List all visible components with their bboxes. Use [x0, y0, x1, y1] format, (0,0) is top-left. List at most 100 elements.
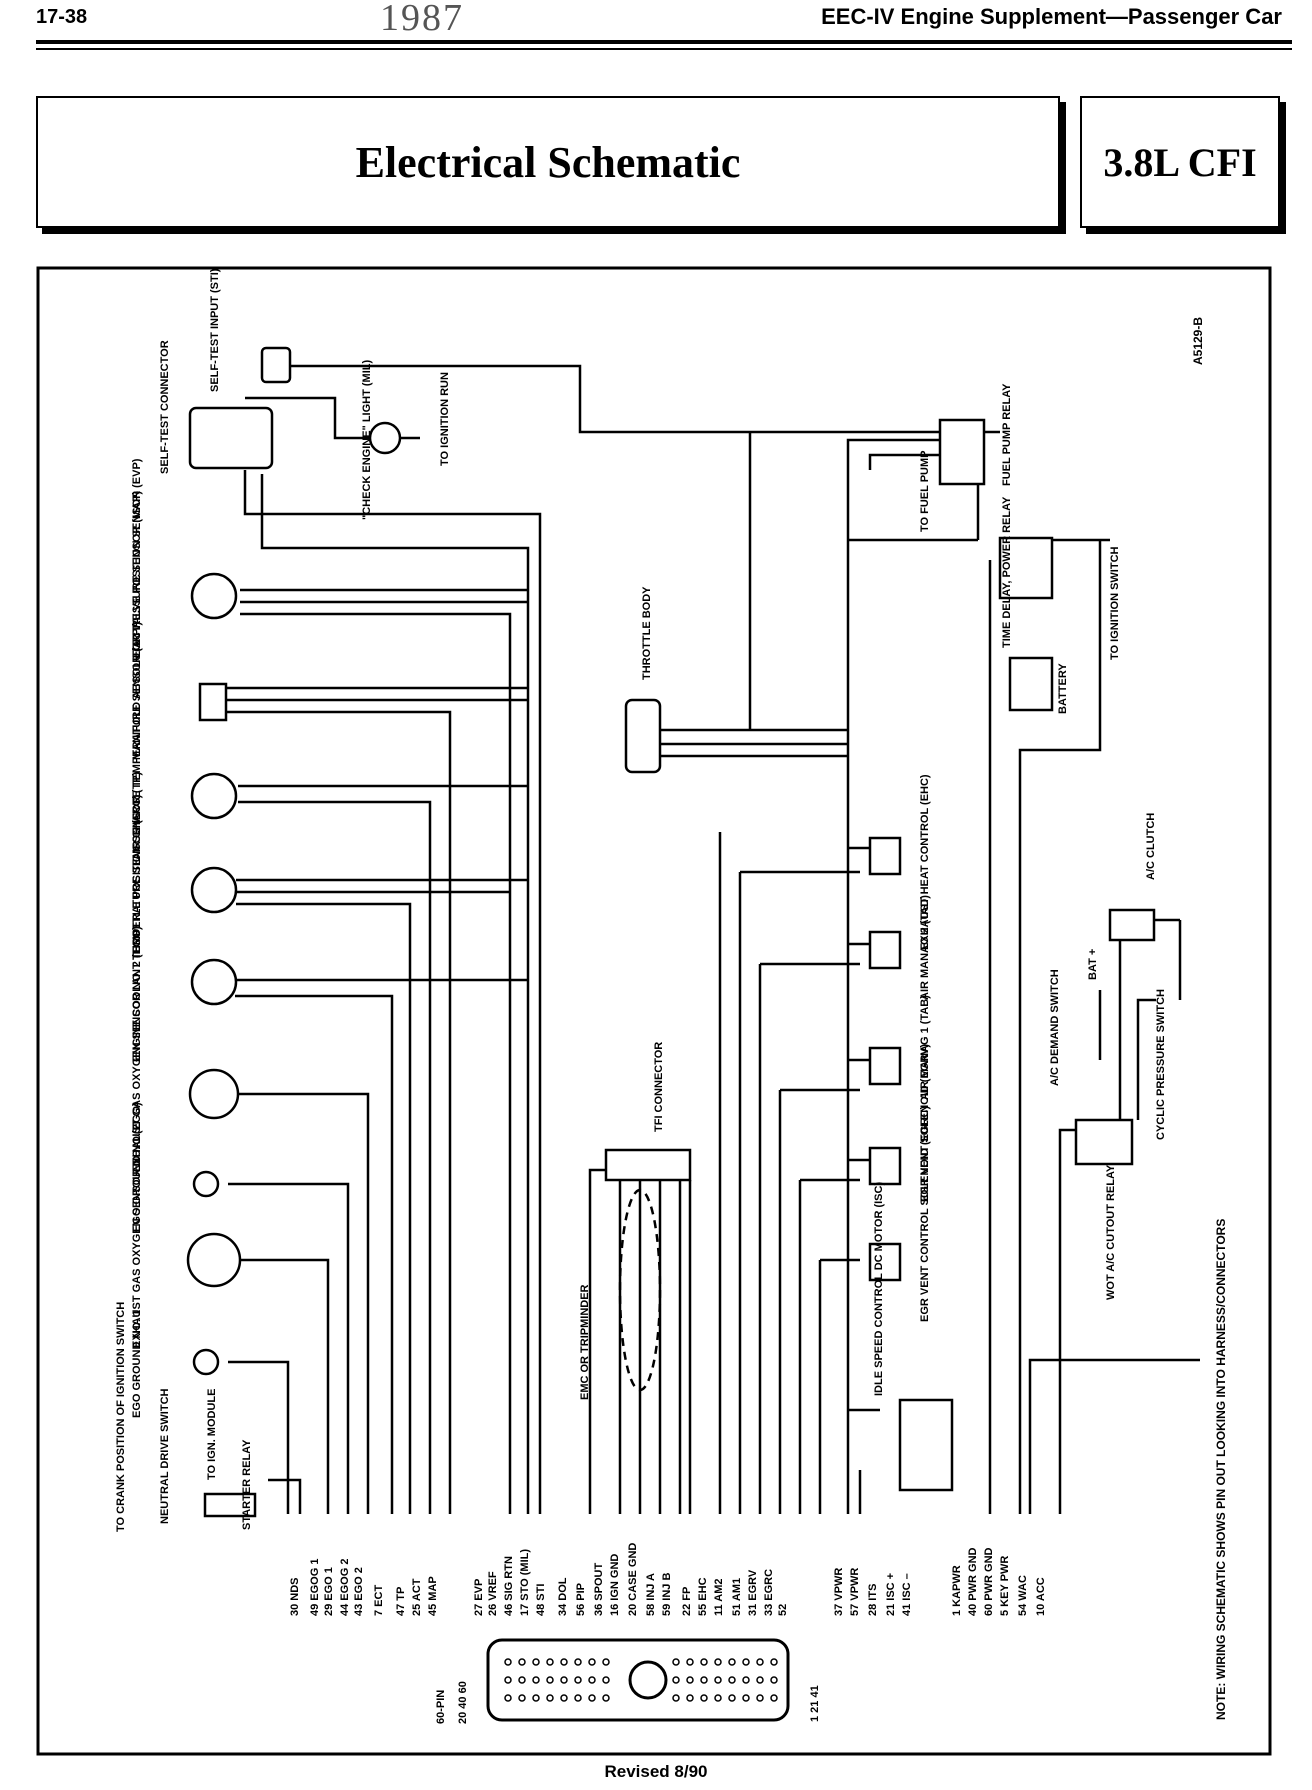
pin-dot: [574, 1658, 582, 1666]
label-fuel-pump-relay: FUEL PUMP RELAY: [1001, 383, 1013, 486]
header-rule: [36, 40, 1292, 44]
label-egr-vent-ctrl: EGR VENT CONTROL SOLENOID (EGRC): [919, 1106, 931, 1322]
battery-shape: [1008, 656, 1054, 712]
label-self-test-connector: SELF-TEST CONNECTOR: [159, 340, 171, 474]
pin-dot: [518, 1658, 526, 1666]
pin-dot: [574, 1694, 582, 1702]
pin-label: 43 EGO 2: [353, 1567, 365, 1616]
pin-label: 11 AM2: [713, 1578, 725, 1616]
label-ego-ground2: EGO GROUND NO. 2: [131, 1124, 143, 1232]
label-emc-tripminder: EMC OR TRIPMINDER: [579, 1284, 591, 1400]
pin-dot: [770, 1658, 778, 1666]
pin-label: 52: [777, 1604, 789, 1616]
pin-dot: [770, 1676, 778, 1684]
ego1-sensor-shape: [186, 1232, 242, 1288]
pin-dot: [756, 1694, 764, 1702]
label-throttle-body: THROTTLE BODY: [641, 586, 653, 680]
pin-label: 40 PWR GND: [967, 1547, 979, 1616]
pin-dot: [742, 1658, 750, 1666]
pin-label: 25 ACT: [411, 1578, 423, 1616]
pin-label: 36 SPOUT: [593, 1563, 605, 1616]
pin-dot: [588, 1676, 596, 1684]
pin-label: 54 WAC: [1017, 1575, 1029, 1616]
label-ego-ground1: EGO GROUND NO. 1: [131, 1310, 143, 1418]
pin-label: 37 VPWR: [833, 1568, 845, 1616]
label-air-manag2: AIR MANAG 2 (TAD): [919, 895, 931, 1000]
starter-relay-shape: [203, 1492, 257, 1518]
pin-dot: [686, 1658, 694, 1666]
pin-dot: [546, 1694, 554, 1702]
tp-sensor-shape: [190, 866, 238, 914]
pin-dot: [714, 1676, 722, 1684]
label-starter-relay: STARTER RELAY: [241, 1439, 253, 1530]
pin-label: 41 ISC –: [901, 1573, 913, 1616]
label-ac-demand: A/C DEMAND SWITCH: [1049, 969, 1061, 1086]
pin-dot: [518, 1694, 526, 1702]
ect-sensor-shape: [190, 958, 238, 1006]
pin-dot: [574, 1676, 582, 1684]
isc-motor-shape: [898, 1398, 954, 1492]
label-pin-nums-right: 1 21 41: [809, 1685, 821, 1722]
label-cyclic-pressure: CYCLIC PRESSURE SWITCH: [1155, 989, 1167, 1140]
label-battery: BATTERY: [1057, 663, 1069, 714]
pin-label: 34 DOL: [557, 1577, 569, 1616]
pin-label: 20 CASE GND: [627, 1543, 639, 1616]
label-to-crank: TO CRANK POSITION OF IGNITION SWITCH: [115, 1302, 127, 1532]
page-title: Electrical Schematic: [355, 137, 741, 187]
label-pin60: 60-PIN: [435, 1690, 447, 1724]
supplement-title: EEC-IV Engine Supplement—Passenger Car: [821, 4, 1282, 29]
pin-label: 56 PIP: [575, 1583, 587, 1616]
egrc-shape: [868, 1242, 902, 1282]
pin-dot: [560, 1676, 568, 1684]
pin-label: 27 EVP: [473, 1579, 485, 1616]
tab-shape: [868, 1046, 902, 1086]
pin-label: 17 STO (MIL): [519, 1549, 531, 1616]
label-isc-motor: IDLE SPEED CONTROL DC MOTOR (ISC): [873, 1182, 885, 1396]
pin-label: 49 EGOG 1: [309, 1559, 321, 1616]
pin-label: 33 EGRC: [763, 1569, 775, 1616]
pin-dot: [714, 1694, 722, 1702]
tad-shape: [868, 930, 902, 970]
pin-dot: [560, 1658, 568, 1666]
pin-label: 58 INJ A: [645, 1573, 657, 1616]
wot-relay-shape: [1074, 1118, 1134, 1166]
label-tp-sensor: THROTTLE POSITION SENSOR (TP): [131, 771, 143, 960]
pin-label: 10 ACC: [1035, 1577, 1047, 1616]
label-ego2: EXHAUST GAS OXYGEN SENSOR NO. 2 (EGO): [131, 926, 143, 1172]
pin-dot: [504, 1694, 512, 1702]
pin-dot: [588, 1694, 596, 1702]
ecu-60pin-connector: [486, 1638, 790, 1722]
label-egr-valve: EGR VALVE POSITION SENSOR (EVP): [131, 458, 143, 658]
pin-label: 30 NDS: [289, 1577, 301, 1616]
pin-dot: [728, 1676, 736, 1684]
note-text: NOTE: WIRING SCHEMATIC SHOWS PIN OUT LOO…: [1214, 1219, 1228, 1720]
pin-label: 26 VREF: [487, 1571, 499, 1616]
ehc-shape: [868, 836, 902, 876]
pin-dot: [686, 1676, 694, 1684]
pin-dot: [672, 1694, 680, 1702]
pin-label: 1 KAPWR: [951, 1565, 963, 1616]
wire-group: [225, 364, 1200, 1514]
pin-dot: [602, 1676, 610, 1684]
throttle-body-shape: [624, 698, 662, 774]
pin-label: 16 IGN GND: [609, 1554, 621, 1616]
label-wot-relay: WOT A/C CUTOUT RELAY: [1105, 1164, 1117, 1300]
label-neutral-drive: NEUTRAL DRIVE SWITCH: [159, 1388, 171, 1524]
label-to-ignition-switch: TO IGNITION SWITCH: [1109, 546, 1121, 660]
sti-plug: [260, 346, 292, 384]
pin-label: 48 STI: [535, 1584, 547, 1616]
pin-dot: [770, 1694, 778, 1702]
pin-label: 28 ITS: [867, 1584, 879, 1616]
act-sensor-shape: [190, 772, 238, 820]
pin-dot: [700, 1694, 708, 1702]
pin-dot: [546, 1658, 554, 1666]
pin-dot: [504, 1658, 512, 1666]
pin-dot: [532, 1658, 540, 1666]
pin-label: 5 KEY PWR: [999, 1556, 1011, 1616]
pin-label: 51 AM1: [731, 1578, 743, 1616]
engine-box: 3.8L CFI: [1080, 96, 1280, 228]
pin-label: 57 VPWR: [849, 1568, 861, 1616]
label-ect-sensor: ENGINE COOLANT TEMPERATURE SENSOR (ECT): [131, 794, 143, 1062]
pin-label: 31 EGRV: [747, 1569, 759, 1616]
